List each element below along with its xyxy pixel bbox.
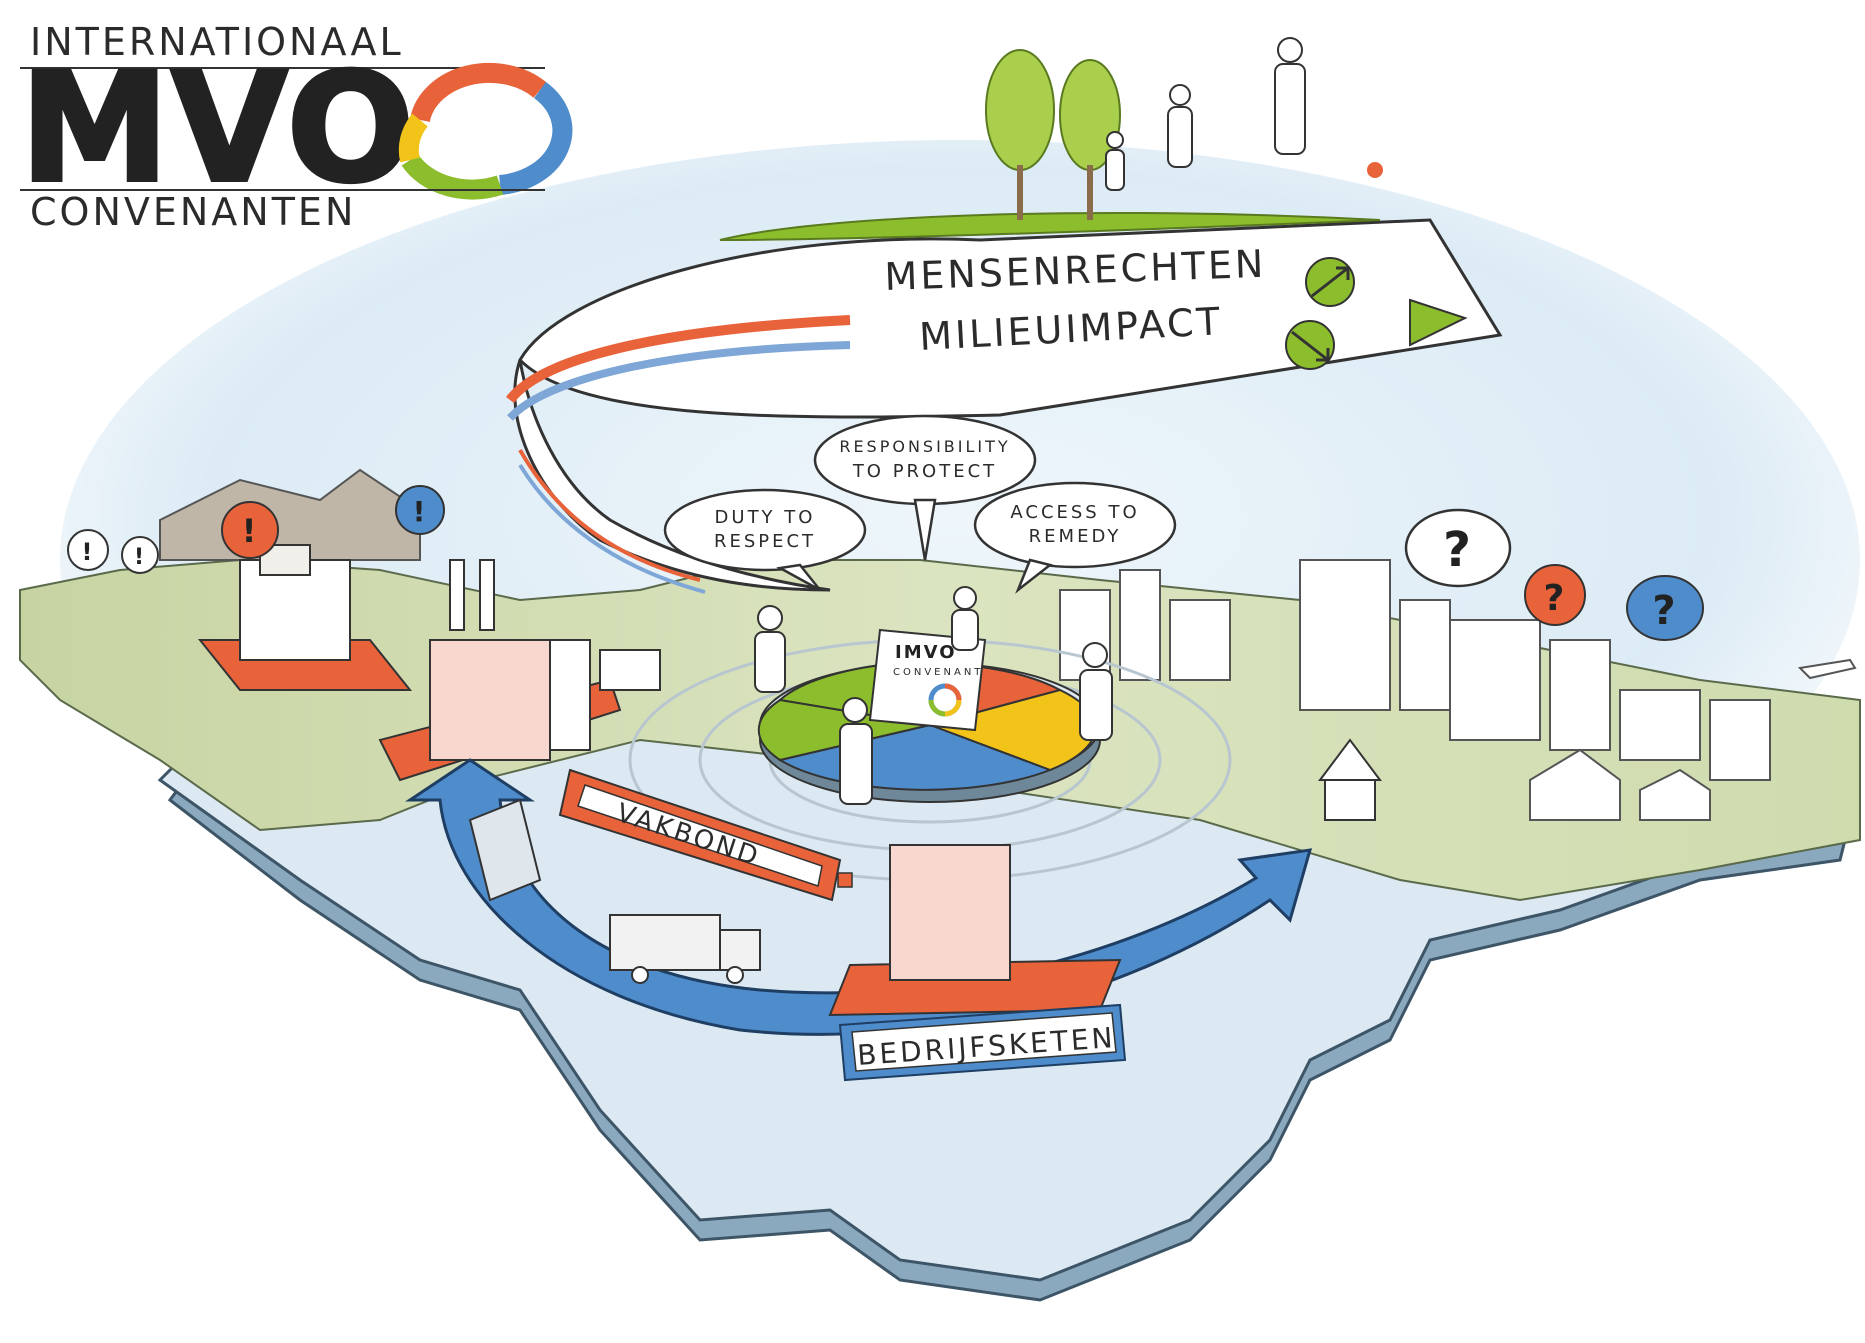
retail-building [828, 844, 1122, 1017]
alert-icon: ! [121, 536, 159, 574]
logo-cycle-icon [398, 62, 573, 200]
industrial-area [159, 468, 661, 782]
airplane-icon [1797, 658, 1857, 680]
bubble-responsibility-to-protect: RESPONSIBILITY TO PROTECT [813, 414, 1037, 561]
logistics [468, 798, 761, 984]
imvo-doc-subtitle: CONVENANT [893, 667, 983, 678]
logo: INTERNATIONAAL MVO CONVENANTEN [18, 20, 573, 234]
city-skyline [1059, 559, 1771, 821]
banner-arrow-icon [1409, 298, 1468, 347]
bubble-access-line2: REMEDY [1029, 526, 1122, 547]
sustainable-future [719, 37, 1383, 241]
stakeholders-around-table [754, 586, 1113, 805]
svg-text:!: ! [413, 495, 428, 528]
question-icon: ? [1404, 508, 1512, 588]
svg-text:?: ? [1443, 522, 1473, 578]
home [1318, 738, 1382, 821]
bubble-access-to-remedy: ACCESS TO REMEDY [973, 481, 1177, 594]
imvo-doc-title: IMVO [895, 642, 957, 663]
svg-text:!: ! [82, 538, 95, 566]
question-icon: ? [1626, 575, 1704, 641]
alert-bubbles: ! ! ! ! [67, 485, 445, 574]
alert-icon: ! [67, 529, 109, 571]
alert-icon: ! [221, 501, 279, 559]
bubble-duty-line1: DUTY TO [715, 507, 816, 528]
question-icon: ? [1524, 564, 1586, 626]
bubble-responsibility-line2: TO PROTECT [852, 461, 997, 482]
svg-text:?: ? [1652, 588, 1677, 634]
bedrijfsketen-banner: BEDRIJFSKETEN [838, 1003, 1127, 1082]
svg-text:!: ! [242, 512, 259, 550]
svg-text:?: ? [1544, 578, 1567, 619]
imvo-document: IMVO CONVENANT [868, 628, 987, 732]
bubble-duty-to-respect: DUTY TO RESPECT [663, 488, 867, 592]
alert-icon: ! [395, 485, 445, 535]
bubble-responsibility-line1: RESPONSIBILITY [839, 437, 1010, 456]
svg-text:!: ! [134, 545, 146, 570]
outcome-ribbon: MENSENRECHTEN MILIEUIMPACT [506, 218, 1503, 594]
logo-line1: INTERNATIONAAL [30, 20, 404, 64]
logo-line2: CONVENANTEN [30, 190, 356, 234]
logo-main: MVO [20, 42, 416, 216]
bubble-access-line1: ACCESS TO [1010, 502, 1139, 523]
question-bubbles: ? ? ? [1404, 508, 1704, 641]
bubble-duty-line2: RESPECT [714, 531, 816, 552]
